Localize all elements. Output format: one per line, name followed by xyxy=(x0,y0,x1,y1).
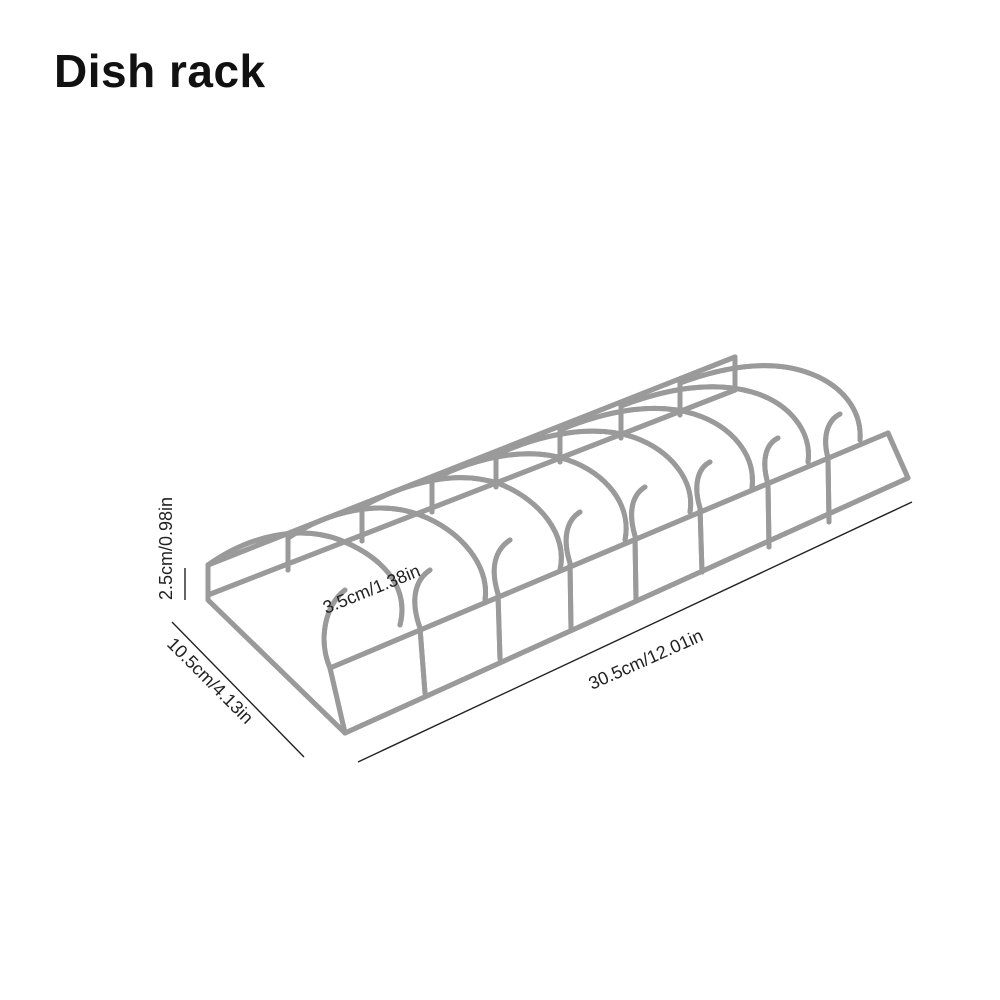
length-label: 30.5cm/12.01in xyxy=(585,625,706,693)
slot-spacing-label: 3.5cm/1.38in xyxy=(320,561,423,618)
length-dimension-line xyxy=(357,501,913,763)
rack-wireframe xyxy=(205,354,911,736)
dimension-lines xyxy=(171,501,913,763)
height-label: 2.5cm/0.98in xyxy=(156,497,176,600)
width-dimension-line xyxy=(171,621,305,758)
page-title: Dish rack xyxy=(54,45,266,97)
width-label: 10.5cm/4.13in xyxy=(163,634,257,728)
